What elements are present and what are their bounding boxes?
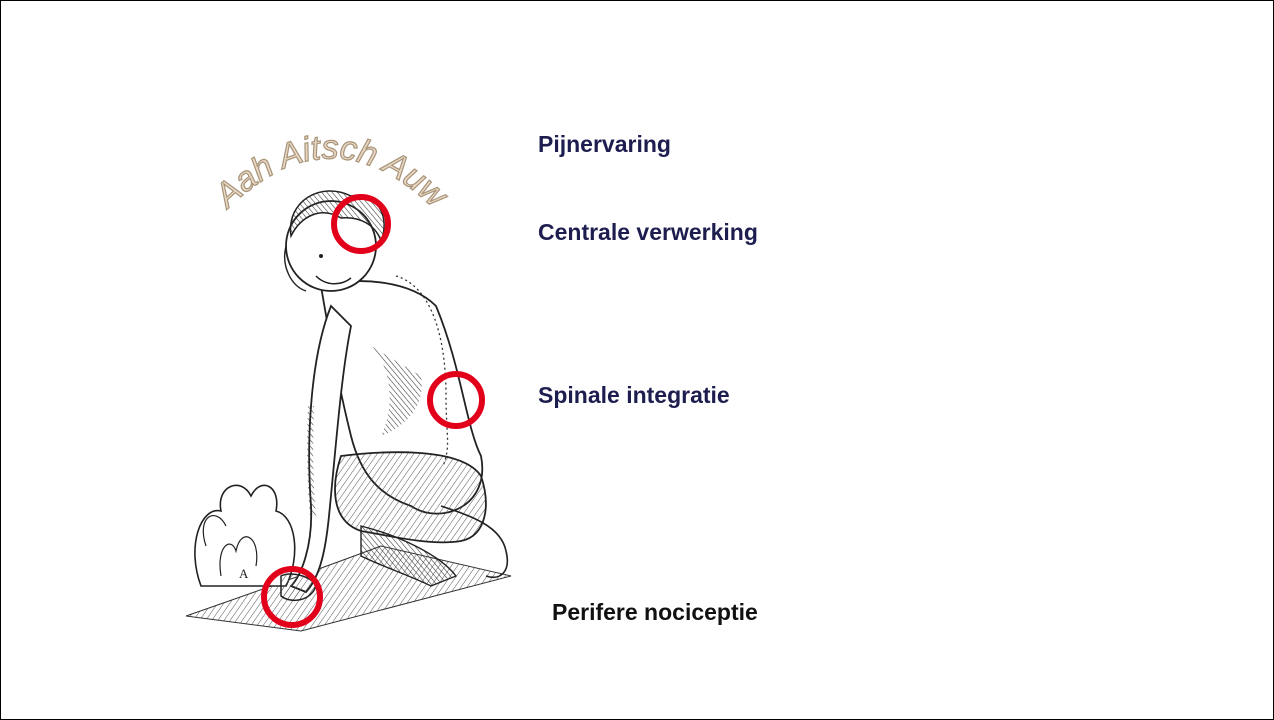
label-perifere-nociceptie: Perifere nociceptie <box>552 599 758 626</box>
figure-mark: A <box>239 566 249 581</box>
label-centrale-verwerking: Centrale verwerking <box>538 219 758 246</box>
arm <box>291 306 351 592</box>
descartes-pain-illustration: Aah Aitsch Auw A <box>181 106 531 646</box>
leg-upper <box>335 452 486 542</box>
label-spinale-integratie: Spinale integratie <box>538 382 730 409</box>
label-pijnervaring: Pijnervaring <box>538 131 671 158</box>
